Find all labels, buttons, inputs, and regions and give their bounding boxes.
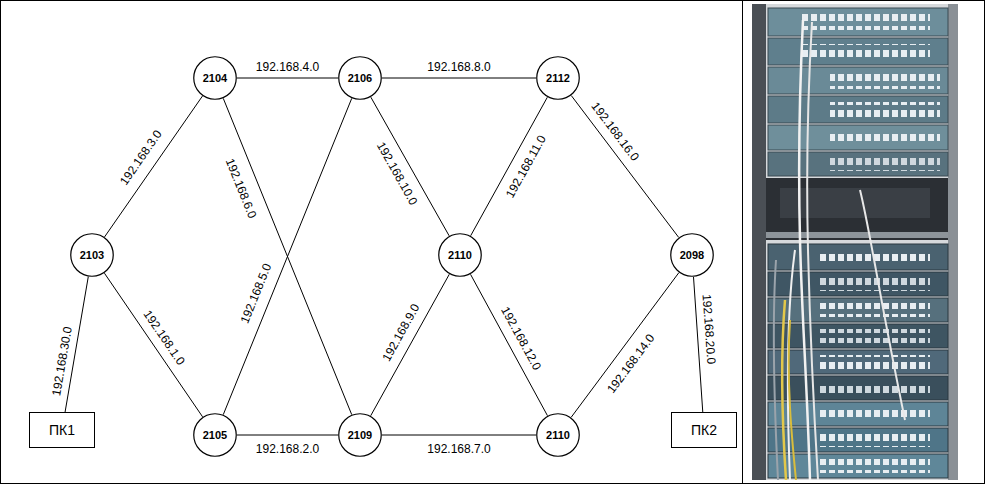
router-node: 2105 bbox=[193, 413, 237, 457]
subnet-label-holder: 192.168.6.0 bbox=[221, 153, 263, 222]
subnet-label: 192.168.9.0 bbox=[379, 300, 424, 366]
router-node: 2112 bbox=[536, 56, 580, 100]
subnet-label: 192.168.30.0 bbox=[49, 324, 75, 399]
network-link bbox=[237, 435, 338, 436]
node-label: ПК2 bbox=[691, 422, 717, 438]
subnet-label: 192.168.12.0 bbox=[497, 303, 545, 375]
subnet-label: 192.168.5.0 bbox=[238, 260, 276, 328]
network-link bbox=[223, 98, 351, 414]
network-link bbox=[371, 274, 450, 416]
node-label: 2103 bbox=[80, 249, 104, 262]
subnet-label-holder: 192.168.14.0 bbox=[601, 328, 660, 398]
subnet-label: 192.168.20.0 bbox=[699, 292, 718, 367]
node-label: ПК1 bbox=[49, 422, 75, 438]
router-outline bbox=[194, 57, 237, 100]
network-link bbox=[237, 78, 338, 79]
subnet-label: 192.168.8.0 bbox=[425, 61, 492, 75]
node-label: 2110 bbox=[546, 429, 570, 442]
network-link bbox=[471, 274, 548, 415]
router-outline bbox=[537, 57, 580, 100]
subnet-label: 192.168.7.0 bbox=[425, 443, 492, 457]
network-link bbox=[105, 96, 203, 237]
network-link bbox=[223, 98, 351, 414]
router-node: 2103 bbox=[70, 233, 114, 277]
node-label: 2105 bbox=[203, 429, 227, 442]
node-label: 2109 bbox=[348, 429, 372, 442]
pc-box: ПК1 bbox=[29, 412, 95, 448]
subnet-label: 192.168.16.0 bbox=[587, 99, 643, 166]
pc-box: ПК2 bbox=[671, 412, 737, 448]
router-outline bbox=[71, 234, 114, 277]
subnet-label: 192.168.14.0 bbox=[604, 330, 659, 398]
network-link bbox=[571, 96, 678, 238]
router-node: 2106 bbox=[338, 56, 382, 100]
subnet-label: 192.168.6.0 bbox=[221, 154, 259, 222]
subnet-label-holder: 192.168.12.0 bbox=[497, 301, 548, 375]
network-link bbox=[371, 97, 449, 236]
subnet-label-holder: 192.168.5.0 bbox=[234, 259, 276, 328]
subnet-label-holder: 192.168.4.0 bbox=[254, 57, 321, 75]
subnet-label: 192.168.4.0 bbox=[254, 61, 321, 75]
network-link bbox=[104, 273, 202, 417]
router-outline bbox=[439, 234, 482, 277]
subnet-label-holder: 192.168.8.0 bbox=[425, 57, 492, 75]
subnet-label-holder: 192.168.30.0 bbox=[45, 323, 75, 399]
router-outline bbox=[671, 234, 714, 277]
subnet-label: 192.168.2.0 bbox=[254, 443, 321, 457]
subnet-label: 192.168.11.0 bbox=[503, 132, 551, 203]
panel-divider bbox=[742, 1, 743, 484]
router-outline bbox=[339, 57, 382, 100]
router-outline bbox=[194, 414, 237, 457]
router-outline bbox=[339, 414, 382, 457]
node-label: 2110 bbox=[448, 249, 472, 262]
network-link bbox=[382, 435, 536, 436]
router-outline bbox=[537, 414, 580, 457]
rack-photo bbox=[752, 4, 958, 480]
subnet-label-holder: 192.168.11.0 bbox=[500, 130, 551, 203]
router-node: 2109 bbox=[338, 413, 382, 457]
subnet-label-holder: 192.168.16.0 bbox=[587, 97, 646, 167]
subnet-label: 192.168.3.0 bbox=[117, 127, 167, 190]
subnet-label: 192.168.1.0 bbox=[139, 306, 188, 369]
network-link bbox=[382, 78, 536, 79]
subnet-label-holder: 192.168.10.0 bbox=[372, 137, 424, 210]
subnet-label: 192.168.10.0 bbox=[372, 139, 420, 210]
subnet-label-holder: 192.168.1.0 bbox=[139, 304, 192, 370]
node-label: 2104 bbox=[203, 72, 227, 85]
node-label: 2106 bbox=[348, 72, 372, 85]
subnet-label-holder: 192.168.3.0 bbox=[114, 125, 167, 191]
subnet-label-holder: 192.168.9.0 bbox=[376, 298, 424, 366]
router-node: 2104 bbox=[193, 56, 237, 100]
router-node: 2110 bbox=[438, 233, 482, 277]
subnet-label-holder: 192.168.20.0 bbox=[699, 292, 722, 367]
subnet-label-holder: 192.168.7.0 bbox=[425, 439, 492, 457]
subnet-label-holder: 192.168.2.0 bbox=[254, 439, 321, 457]
network-link bbox=[471, 97, 548, 236]
router-node: 2110 bbox=[536, 413, 580, 457]
router-node: 2098 bbox=[670, 233, 714, 277]
network-link bbox=[571, 273, 679, 418]
node-label: 2112 bbox=[546, 72, 570, 85]
node-label: 2098 bbox=[680, 249, 704, 262]
